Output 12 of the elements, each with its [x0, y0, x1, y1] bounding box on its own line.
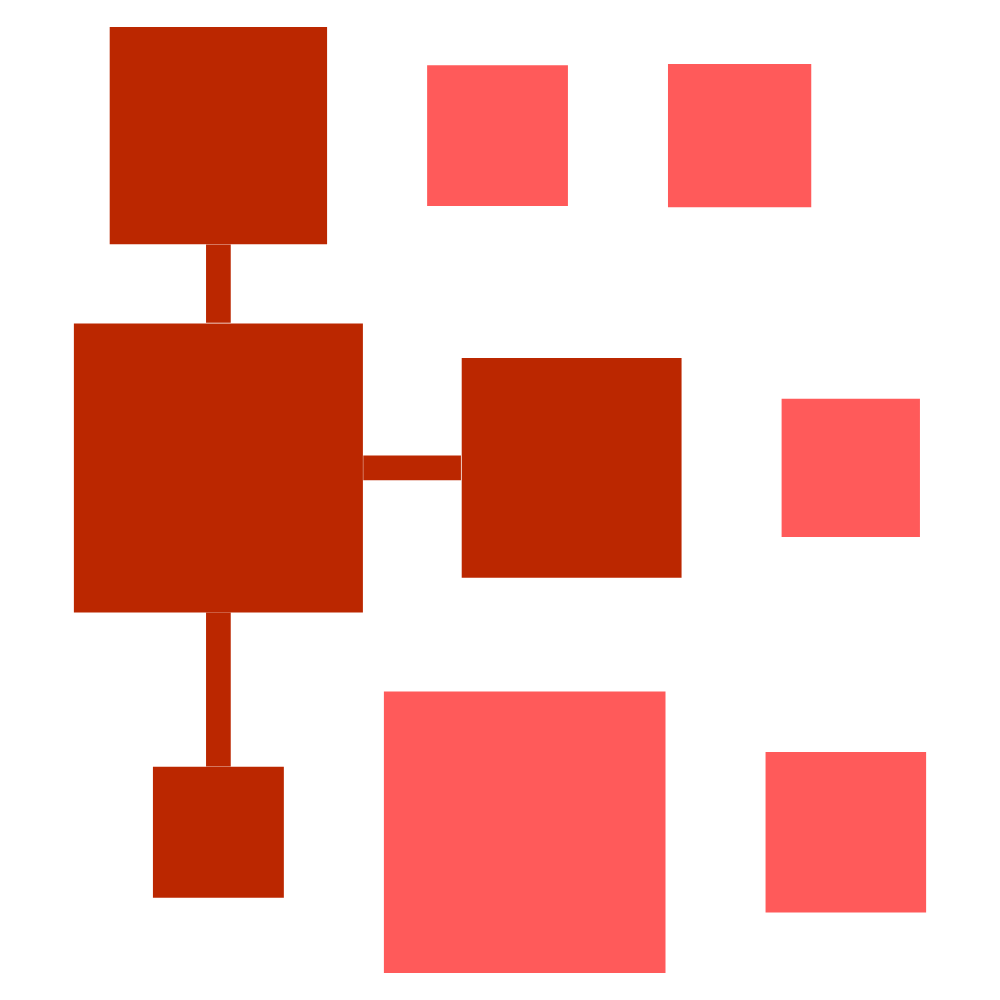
node-box	[461, 357, 682, 578]
node-box	[427, 65, 568, 207]
connector	[206, 244, 231, 323]
connector	[363, 455, 461, 481]
node-box	[383, 691, 666, 974]
node-box	[765, 751, 927, 913]
node-box	[109, 26, 328, 245]
connector	[206, 612, 231, 767]
node-box	[152, 766, 284, 898]
node-box	[668, 64, 812, 208]
node-box	[781, 398, 920, 538]
node-box	[73, 323, 363, 613]
